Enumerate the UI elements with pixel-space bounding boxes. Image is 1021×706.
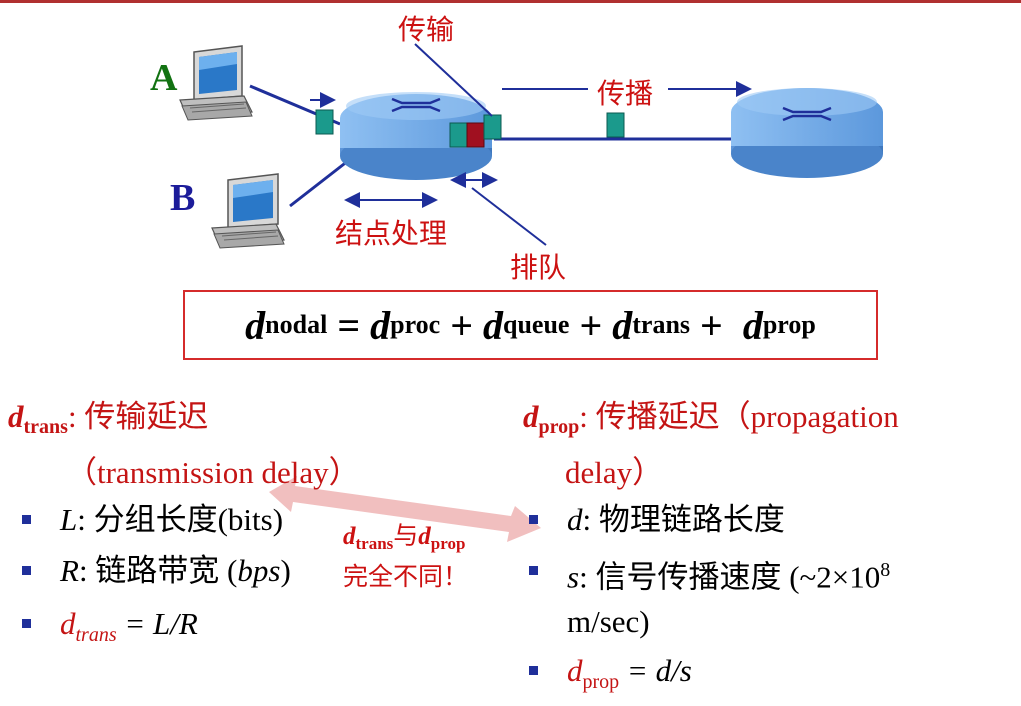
propagation-label: 传播	[597, 77, 654, 110]
list-item-packet-length: L: 分组长度(bits)	[8, 497, 508, 542]
packet-in-flight	[606, 112, 625, 138]
host-a-label: A	[150, 57, 178, 99]
router-left-arrows-icon	[391, 97, 441, 113]
transmission-delay-subheading: （transmission delay）	[66, 455, 360, 490]
processing-label: 结点处理	[335, 217, 448, 250]
computer-b-icon	[211, 173, 285, 249]
propagation-delay-section: dprop: 传播延迟（propagation delay） d: 物理链路长度…	[523, 394, 1018, 706]
transmission-delay-heading: dtrans: 传输延迟	[8, 399, 209, 438]
propagation-delay-subheading: delay）	[565, 455, 664, 490]
packet-incoming	[310, 92, 336, 135]
packet-queue	[449, 114, 502, 148]
host-b-label: B	[170, 177, 196, 219]
transmission-delay-section: dtrans: 传输延迟 （transmission delay） L: 分组长…	[8, 394, 508, 658]
queue-pointer-line	[471, 187, 547, 246]
queueing-label: 排队	[510, 251, 567, 284]
list-item-trans-formula: dtrans = L/R	[8, 601, 508, 658]
transmission-label: 传输	[398, 13, 455, 46]
list-item-link-bandwidth: R: 链路带宽 (bps)	[8, 548, 508, 593]
router-right-arrows-icon	[782, 106, 832, 122]
difference-note: dtrans与dprop 完全不同！	[343, 523, 469, 591]
list-item-prop-formula: dprop = d/s	[523, 648, 1018, 705]
transmission-pointer-line	[414, 43, 493, 117]
list-item-link-length: d: 物理链路长度	[523, 497, 1018, 542]
network-delay-diagram	[179, 43, 883, 249]
router-right	[731, 88, 883, 178]
list-item-propagation-speed: s: 信号传播速度 (~2×108	[523, 548, 1018, 599]
computer-a-icon	[179, 45, 253, 121]
propagation-delay-heading: dprop: 传播延迟（propagation	[523, 399, 899, 438]
top-border-line	[0, 0, 1021, 3]
propagation-speed-unit: m/sec)	[567, 604, 650, 640]
compare-double-arrow-icon	[269, 476, 541, 542]
